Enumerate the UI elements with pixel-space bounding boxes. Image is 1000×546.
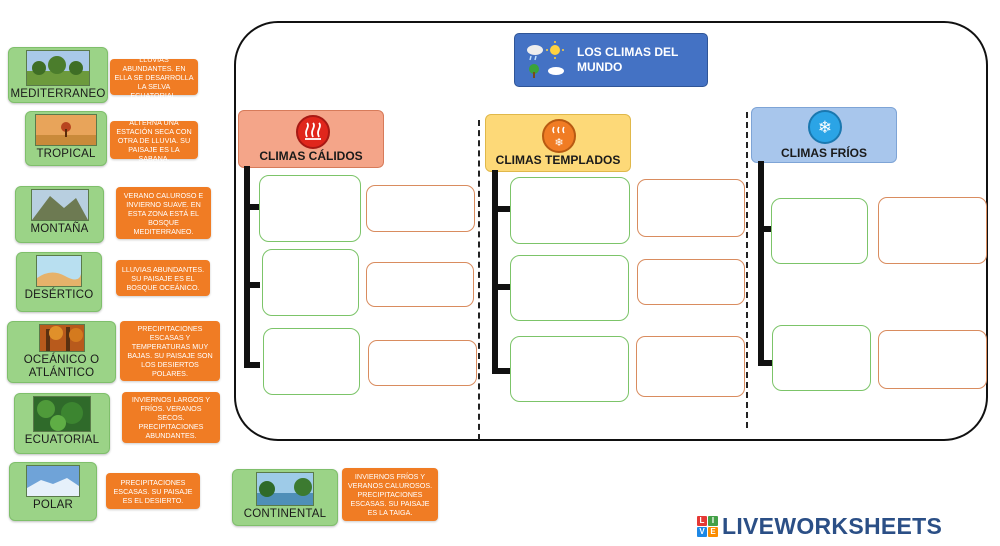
drop-zone-desc[interactable] — [368, 340, 477, 386]
connector-templados — [492, 170, 498, 374]
card-montana[interactable]: MONTAÑA — [15, 186, 104, 243]
connector-calidos — [244, 166, 250, 368]
header-climas-frios: ❄ CLIMAS FRÍOS — [751, 107, 897, 163]
card-label: MEDITERRANEO — [10, 88, 106, 100]
connector-branch — [244, 362, 260, 368]
header-label: CLIMAS CÁLIDOS — [259, 149, 363, 163]
tropical-photo — [35, 114, 97, 146]
connector-branch — [758, 360, 772, 366]
desc-tag[interactable]: INVIERNOS FRÍOS Y VERANOS CALUROSOS. PRE… — [342, 468, 438, 521]
header-climas-templados: ❄ CLIMAS TEMPLADOS — [485, 114, 631, 172]
page-title: LOS CLIMAS DEL MUNDO — [577, 45, 679, 74]
drop-zone-desc[interactable] — [637, 179, 745, 237]
card-label: MONTAÑA — [30, 223, 89, 235]
card-label: DESÉRTICO — [24, 289, 94, 301]
card-tropical[interactable]: TROPICAL — [25, 111, 107, 166]
card-mediterraneo[interactable]: MEDITERRANEO — [8, 47, 108, 103]
liveworksheets-logo: L I V E LIVEWORKSHEETS — [697, 513, 942, 540]
desc-tag[interactable]: LLUVIAS ABUNDANTES. EN ELLA SE DESARROLL… — [110, 55, 198, 100]
drop-zone-desc[interactable] — [637, 259, 745, 305]
desc-tag[interactable]: PRECIPITACIONES ESCASAS Y TEMPERATURAS M… — [120, 321, 220, 381]
desc-tag[interactable]: LLUVIAS ABUNDANTES. SU PAISAJE ES EL BOS… — [116, 260, 210, 296]
card-label: ECUATORIAL — [24, 434, 100, 446]
snowflake-icon: ❄ — [808, 110, 842, 144]
drop-zone-card[interactable] — [259, 175, 361, 242]
connector-branch — [492, 206, 510, 212]
drop-zone-card[interactable] — [510, 336, 629, 402]
desc-tag[interactable]: ALTERNA UNA ESTACIÓN SECA CON OTRA DE LL… — [110, 118, 198, 163]
connector-branch — [244, 204, 260, 210]
weather-icons — [527, 41, 564, 78]
card-label: TROPICAL — [36, 148, 96, 160]
drop-zone-desc[interactable] — [878, 197, 987, 264]
column-divider — [478, 120, 480, 440]
heat-snow-icon: ❄ — [542, 119, 576, 153]
card-desertico[interactable]: DESÉRTICO — [16, 252, 102, 312]
desc-tag[interactable]: VERANO CALUROSO E INVIERNO SUAVE. EN EST… — [116, 187, 211, 239]
drop-zone-card[interactable] — [510, 255, 629, 321]
header-climas-calidos: CLIMAS CÁLIDOS — [238, 110, 384, 168]
desc-tag[interactable]: INVIERNOS LARGOS Y FRÍOS. VERANOS SECOS.… — [122, 392, 220, 443]
drop-zone-card[interactable] — [772, 325, 871, 391]
answer-board — [234, 21, 988, 441]
card-ecuatorial[interactable]: ECUATORIAL — [14, 393, 110, 454]
svg-text:❄: ❄ — [818, 118, 832, 138]
page-title-box: LOS CLIMAS DEL MUNDO — [514, 33, 708, 87]
oceanico-photo — [38, 324, 85, 352]
heat-icon — [296, 115, 330, 149]
connector-frios — [758, 161, 764, 366]
card-label: CONTINENTAL — [243, 508, 327, 520]
continental-photo — [256, 472, 314, 506]
logo-letter: I — [708, 516, 718, 526]
desc-tag[interactable]: PRECIPITACIONES ESCASAS. SU PAISAJE ES E… — [106, 473, 200, 509]
card-label: OCEÁNICO O ATLÁNTICO — [23, 354, 100, 379]
logo-wordmark: LIVEWORKSHEETS — [722, 513, 943, 539]
column-divider — [746, 112, 748, 428]
desertico-photo — [36, 255, 82, 287]
card-polar[interactable]: POLAR — [9, 462, 97, 521]
card-continental[interactable]: CONTINENTAL — [232, 469, 338, 526]
card-oceanico[interactable]: OCEÁNICO O ATLÁNTICO — [7, 321, 116, 383]
drop-zone-card[interactable] — [510, 177, 630, 244]
drop-zone-desc[interactable] — [636, 336, 745, 397]
logo-letter: L — [697, 516, 707, 526]
drop-zone-desc[interactable] — [366, 185, 475, 232]
drop-zone-desc[interactable] — [878, 330, 987, 389]
montana-photo — [30, 189, 89, 221]
ecuatorial-photo — [33, 396, 91, 432]
drop-zone-card[interactable] — [263, 328, 360, 395]
connector-branch — [492, 368, 510, 374]
logo-letter: E — [708, 527, 718, 537]
header-label: CLIMAS FRÍOS — [781, 146, 867, 160]
polar-photo — [26, 465, 80, 497]
drop-zone-card[interactable] — [771, 198, 868, 264]
logo-letter: V — [697, 527, 707, 537]
connector-branch — [758, 226, 772, 232]
connector-branch — [492, 284, 510, 290]
svg-text:❄: ❄ — [554, 136, 563, 149]
connector-branch — [244, 282, 260, 288]
drop-zone-card[interactable] — [262, 249, 359, 316]
logo-mark-icon: L I V E — [697, 516, 718, 537]
card-label: POLAR — [33, 499, 73, 511]
drop-zone-desc[interactable] — [366, 262, 474, 307]
mediterraneo-photo — [26, 50, 90, 86]
header-label: CLIMAS TEMPLADOS — [495, 153, 621, 167]
